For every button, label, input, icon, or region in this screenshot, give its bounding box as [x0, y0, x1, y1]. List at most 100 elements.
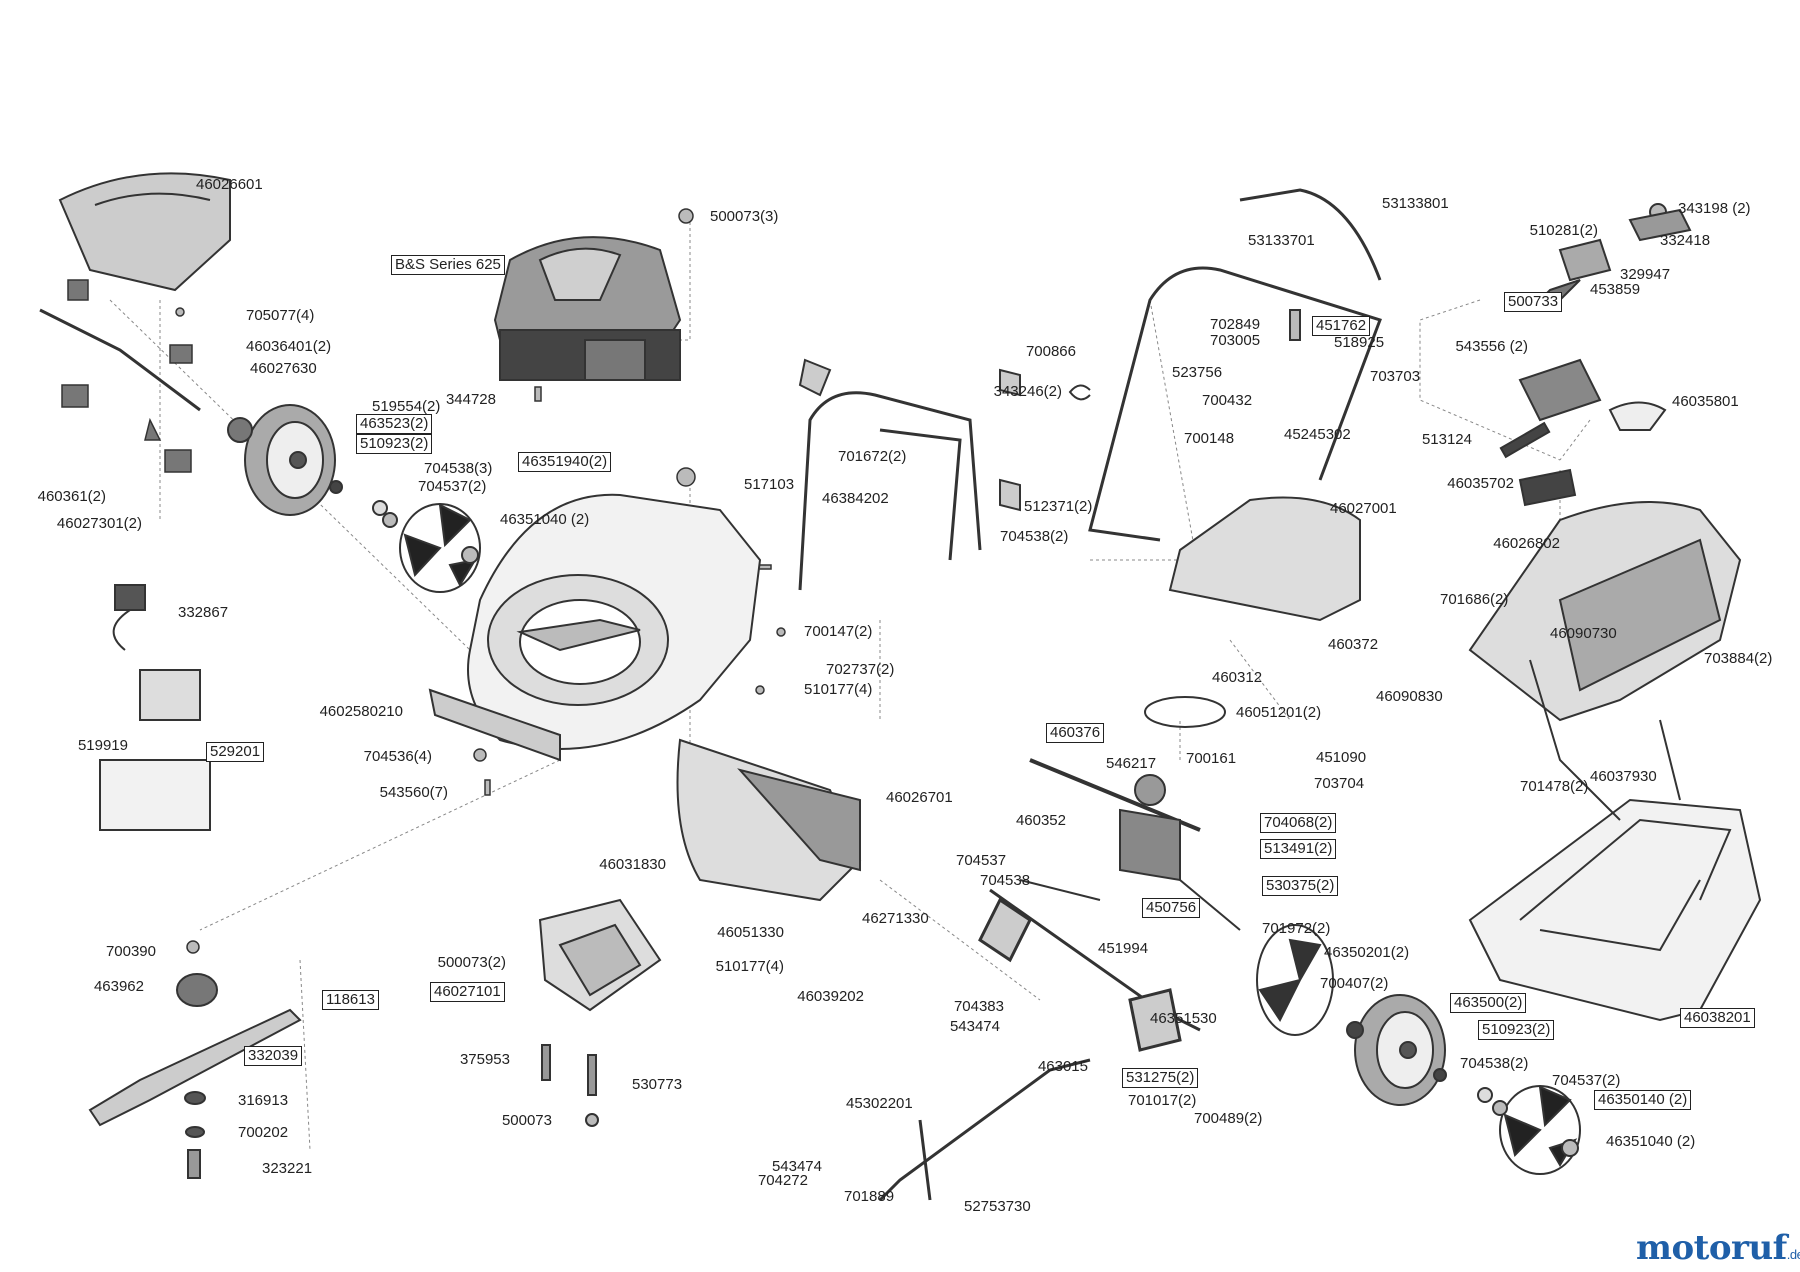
- part-label: 332039: [244, 1046, 303, 1066]
- part-label: 704537(2): [418, 478, 487, 495]
- part-label: 510177(4): [804, 681, 873, 698]
- part-label: 704272: [757, 1172, 808, 1189]
- part-label: 451090: [1316, 749, 1367, 766]
- logo-domain: .de: [1786, 1247, 1800, 1262]
- part-label: 52753730: [964, 1198, 1031, 1215]
- part-label: 518925: [1334, 334, 1385, 351]
- part-label: 700147(2): [804, 623, 873, 640]
- part-label: 530773: [632, 1076, 683, 1093]
- part-label: 46090730: [1550, 625, 1617, 642]
- part-label: 523756: [1172, 364, 1223, 381]
- part-label: 460312: [1212, 669, 1263, 686]
- part-label: 500733: [1504, 292, 1563, 312]
- part-label: 375953: [459, 1051, 510, 1068]
- part-label: 46351940(2): [518, 452, 612, 472]
- part-label: 463500(2): [1450, 993, 1527, 1013]
- part-label: 530375(2): [1262, 876, 1339, 896]
- part-label: 46026701: [886, 789, 953, 806]
- charger-battery: [99, 584, 211, 831]
- part-label: 701017(2): [1128, 1092, 1197, 1109]
- part-label: 703884(2): [1704, 650, 1773, 667]
- catcher-frame: [1468, 501, 1742, 821]
- part-label: 513491(2): [1260, 839, 1337, 859]
- part-label: 343198 (2): [1678, 200, 1751, 217]
- part-label: 460352: [1015, 812, 1066, 829]
- part-label: 316913: [238, 1092, 289, 1109]
- part-label: 500073(3): [710, 208, 779, 225]
- lower-handle: [798, 391, 982, 591]
- part-label: 701686(2): [1440, 591, 1509, 608]
- catcher-lid: [1168, 496, 1361, 622]
- left-hub-cap: [399, 503, 481, 593]
- part-label: 46051330: [717, 924, 784, 941]
- grass-catcher: [1468, 798, 1762, 1022]
- part-label: 700202: [238, 1124, 289, 1141]
- part-label: 704538(2): [1460, 1055, 1529, 1072]
- part-label: 46039202: [797, 988, 864, 1005]
- part-label: 510177(4): [715, 958, 784, 975]
- part-label: 451994: [1098, 940, 1149, 957]
- part-label: 46351040 (2): [1606, 1133, 1696, 1150]
- part-label: 704537(2): [1552, 1072, 1621, 1089]
- motoruf-logo: motoruf.de: [1636, 1228, 1800, 1268]
- part-label: 4602580210: [319, 703, 403, 720]
- part-label: 46035801: [1672, 393, 1739, 410]
- part-label: 46026802: [1493, 535, 1560, 552]
- part-label: 460376: [1046, 723, 1105, 743]
- part-label: 700489(2): [1194, 1110, 1263, 1127]
- part-label: 53133701: [1248, 232, 1315, 249]
- part-label: 546217: [1106, 755, 1157, 772]
- upper-handle: [1088, 188, 1382, 542]
- part-label: 46090830: [1376, 688, 1443, 705]
- part-label: 704538(2): [1000, 528, 1069, 545]
- part-label: 705077(4): [246, 307, 315, 324]
- part-label: 510923(2): [356, 434, 433, 454]
- part-label: 703704: [1314, 775, 1365, 792]
- part-label: 46038201: [1680, 1008, 1755, 1028]
- part-label: 500073: [501, 1112, 552, 1129]
- mower-deck: [428, 493, 762, 762]
- part-label: 510281(2): [1529, 222, 1598, 239]
- part-label: 46051201(2): [1236, 704, 1322, 721]
- part-label: 543560(7): [379, 784, 448, 801]
- part-label: 451762: [1312, 316, 1371, 336]
- part-label: 700866: [1025, 343, 1076, 360]
- part-label: 332867: [178, 604, 229, 621]
- right-hub-cap: [1477, 1085, 1581, 1175]
- part-label: 46035702: [1447, 475, 1514, 492]
- part-label: 701972(2): [1262, 920, 1331, 937]
- part-label: 332418: [1660, 232, 1711, 249]
- mulch-plug: [538, 898, 662, 1012]
- part-label: 703005: [1210, 332, 1261, 349]
- part-label: 704536(4): [363, 748, 432, 765]
- engine: [493, 236, 682, 381]
- part-label: 45302201: [846, 1095, 913, 1112]
- part-label: 46027001: [1330, 500, 1397, 517]
- part-label: 46037930: [1590, 768, 1657, 785]
- part-label: 463523(2): [356, 414, 433, 434]
- part-label: 460372: [1328, 636, 1379, 653]
- part-label: 46384202: [822, 490, 889, 507]
- part-label: 46027630: [250, 360, 317, 377]
- part-label: B&S Series 625: [391, 255, 505, 275]
- part-label: 519919: [77, 737, 128, 754]
- rear-deflector: [676, 738, 862, 902]
- part-label: 463015: [1037, 1058, 1088, 1075]
- part-label: 463962: [93, 978, 144, 995]
- part-label: 118613: [322, 990, 379, 1010]
- part-label: 700161: [1186, 750, 1237, 767]
- right-wheel: [1256, 924, 1447, 1106]
- part-label: 46027301(2): [56, 515, 142, 532]
- part-label: 529201: [206, 742, 265, 762]
- part-label: 704538: [980, 872, 1031, 889]
- part-label: 46350140 (2): [1594, 1090, 1692, 1110]
- part-label: 46027101: [430, 982, 505, 1002]
- part-label: 344728: [445, 391, 496, 408]
- part-label: 513124: [1421, 431, 1472, 448]
- part-label: 453859: [1590, 281, 1641, 298]
- part-label: 517103: [744, 476, 795, 493]
- part-label: 46350201(2): [1324, 944, 1410, 961]
- part-label: 450756: [1142, 898, 1201, 918]
